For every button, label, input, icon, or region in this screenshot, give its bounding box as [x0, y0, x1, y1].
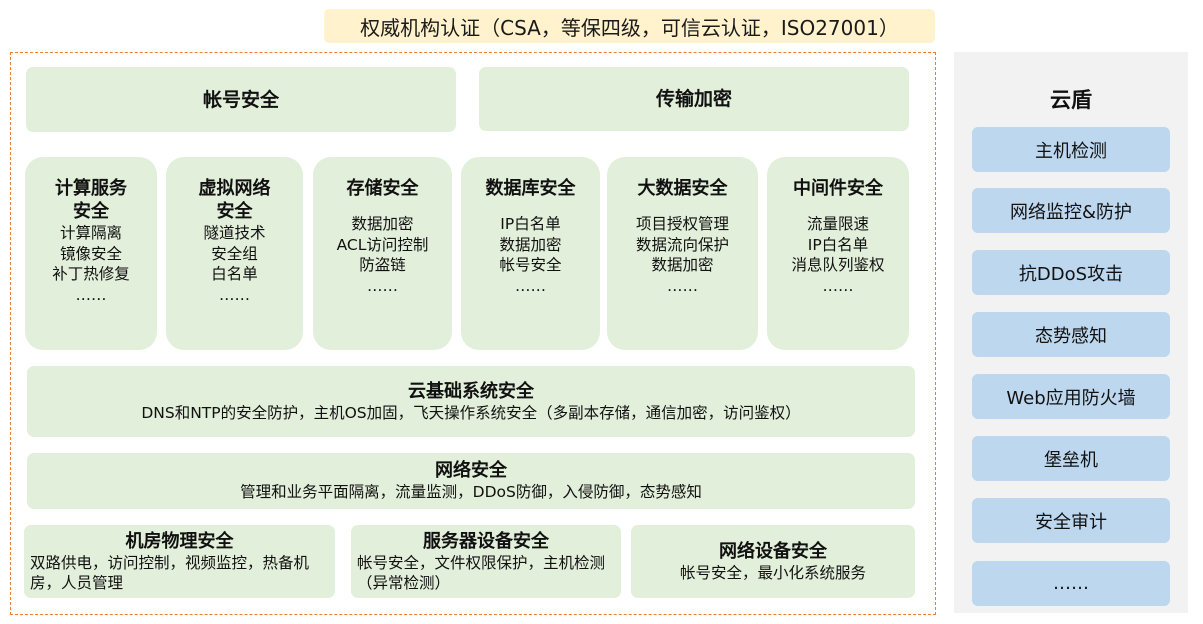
network-device-security-box: 网络设备安全 帐号安全，最小化系统服务 — [631, 525, 915, 598]
card-item: …… — [218, 285, 250, 304]
card-title: 虚拟网络 — [198, 178, 271, 199]
sidebar-item-anti-ddos: 抗DDoS攻击 — [972, 250, 1170, 295]
sidebar-item-host-detection: 主机检测 — [972, 127, 1170, 172]
network-security-layer: 网络安全 管理和业务平面隔离，流量监测，DDoS防御，入侵防御，态势感知 — [27, 453, 915, 509]
card-item: 白名单 — [211, 265, 258, 283]
card-title: 数据库安全 — [485, 178, 576, 199]
card-item: 镜像安全 — [59, 244, 122, 263]
layer-title: 云基础系统安全 — [408, 380, 534, 402]
bottom-box-description: 帐号安全，最小化系统服务 — [679, 563, 866, 582]
card-item: 数据加密 — [351, 215, 414, 233]
bottom-box-title: 机房物理安全 — [125, 530, 234, 552]
certification-banner: 权威机构认证（CSA，等保四级，可信云认证，ISO27001） — [324, 9, 935, 43]
card-item: …… — [666, 276, 698, 295]
card-item: 计算隔离 — [59, 224, 122, 242]
card-item: 数据流向保护 — [635, 235, 729, 254]
datacenter-physical-security-box: 机房物理安全 双路供电，访问控制，视频监控，热备机房，人员管理 — [24, 525, 335, 598]
card-item: IP白名单 — [500, 215, 561, 233]
sidebar-item-web-app-firewall: Web应用防火墙 — [972, 374, 1170, 419]
sidebar-item-bastion-host: 堡垒机 — [972, 436, 1170, 481]
big-data-security-card: 大数据安全 项目授权管理 数据流向保护 数据加密 …… — [607, 157, 758, 350]
card-item: 防盗链 — [359, 256, 406, 274]
account-security-box: 帐号安全 — [26, 67, 456, 132]
storage-security-card: 存储安全 数据加密 ACL访问控制 防盗链 …… — [313, 157, 452, 350]
sidebar-item-situational-awareness: 态势感知 — [972, 312, 1170, 357]
card-item: 流量限速 — [806, 215, 869, 233]
compute-security-card: 计算服务 安全 计算隔离 镜像安全 补丁热修复 …… — [25, 157, 157, 350]
card-item: 消息队列鉴权 — [791, 256, 885, 274]
transport-encryption-box: 传输加密 — [479, 67, 909, 131]
server-device-security-box: 服务器设备安全 帐号安全，文件权限保护，主机检测（异常检测） — [351, 525, 621, 598]
card-item: 项目授权管理 — [635, 215, 729, 233]
layer-description: 管理和业务平面隔离，流量监测，DDoS防御，入侵防御，态势感知 — [240, 483, 702, 501]
card-item: 隧道技术 — [203, 224, 266, 242]
card-item: 帐号安全 — [499, 256, 562, 274]
card-item: …… — [75, 285, 107, 304]
card-item: …… — [514, 276, 546, 295]
middleware-security-card: 中间件安全 流量限速 IP白名单 消息队列鉴权 …… — [767, 157, 909, 350]
security-architecture-frame — [10, 52, 936, 615]
layer-title: 网络安全 — [435, 460, 507, 481]
sidebar-item-more: …… — [972, 561, 1170, 606]
bottom-box-description: 帐号安全，文件权限保护，主机检测（异常检测） — [357, 553, 606, 592]
layer-description: DNS和NTP的安全防护，主机OS加固，飞天操作系统安全（多副本存储，通信加密，… — [141, 403, 801, 422]
card-item: 补丁热修复 — [52, 265, 130, 283]
card-item: 数据加密 — [651, 256, 714, 274]
database-security-card: 数据库安全 IP白名单 数据加密 帐号安全 …… — [461, 157, 600, 350]
card-title: 安全 — [73, 201, 109, 222]
card-item: …… — [822, 276, 854, 295]
bottom-box-description: 双路供电，访问控制，视频监控，热备机房，人员管理 — [30, 553, 310, 592]
card-item: ACL访问控制 — [336, 235, 429, 254]
sidebar-title: 云盾 — [1050, 88, 1092, 112]
cloud-infrastructure-security-layer: 云基础系统安全 DNS和NTP的安全防护，主机OS加固，飞天操作系统安全（多副本… — [27, 366, 915, 437]
bottom-box-title: 服务器设备安全 — [423, 530, 549, 552]
card-item: 安全组 — [211, 244, 258, 263]
certification-text: 权威机构认证（CSA，等保四级，可信云认证，ISO27001） — [360, 15, 899, 40]
card-title: 安全 — [216, 201, 253, 222]
card-title: 计算服务 — [55, 178, 127, 199]
card-item: 数据加密 — [499, 235, 562, 254]
card-item: IP白名单 — [807, 235, 869, 254]
virtual-network-security-card: 虚拟网络 安全 隧道技术 安全组 白名单 …… — [166, 157, 303, 350]
sidebar-item-network-monitoring: 网络监控&防护 — [972, 188, 1170, 233]
account-security-title: 帐号安全 — [202, 88, 279, 111]
card-title: 中间件安全 — [793, 178, 883, 199]
card-title: 大数据安全 — [637, 178, 728, 199]
bottom-box-title: 网络设备安全 — [719, 540, 827, 562]
cloud-shield-sidebar: 云盾 主机检测 网络监控&防护 抗DDoS攻击 态势感知 Web应用防火墙 堡垒… — [954, 52, 1188, 613]
transport-encryption-title: 传输加密 — [655, 88, 732, 110]
card-item: …… — [366, 276, 398, 295]
sidebar-item-security-audit: 安全审计 — [972, 498, 1170, 543]
card-title: 存储安全 — [346, 178, 419, 199]
